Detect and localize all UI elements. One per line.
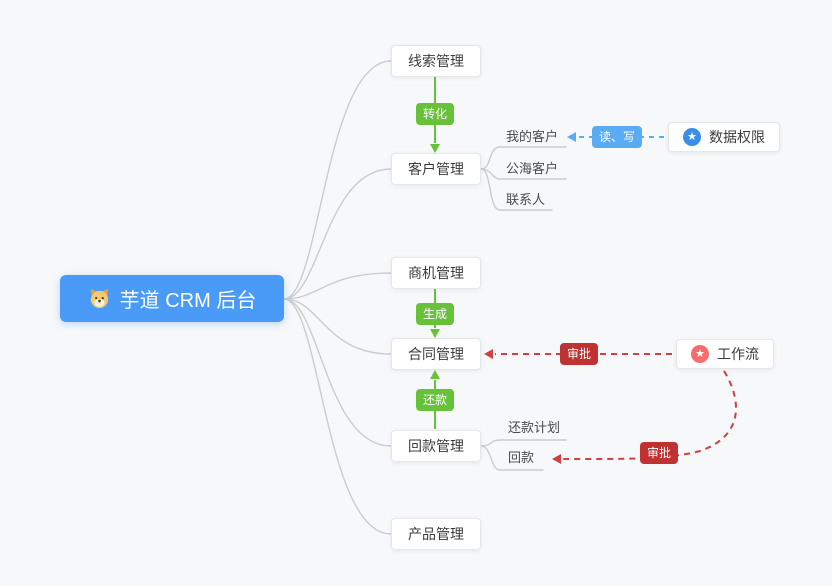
root-node-label: 芋道 CRM 后台: [119, 290, 257, 312]
node-data-permission-label: 数据权限: [709, 129, 765, 145]
arrow-approve-contract-head: [484, 349, 493, 359]
edge-root-customers: [283, 168, 392, 300]
edge-receivable-plan: [480, 439, 567, 447]
badge-convert: 转化: [415, 103, 455, 125]
dog-icon: [90, 288, 108, 309]
arrow-approve-receipt-line: [562, 370, 737, 461]
star-icon: ★: [691, 345, 709, 363]
node-customers: 客户管理: [391, 153, 481, 185]
arrow-generate-head: [430, 329, 440, 338]
node-workflow: ★ 工作流: [676, 339, 774, 369]
badge-read-write: 读、写: [591, 126, 643, 148]
root-node-crm-backend: 芋道 CRM 后台: [60, 275, 284, 322]
node-product-label: 产品管理: [408, 526, 464, 542]
child-contacts: 联系人: [506, 192, 546, 207]
node-receivable: 回款管理: [391, 430, 481, 462]
edge-customer-my: [480, 146, 567, 170]
edge-root-contract: [283, 298, 392, 355]
child-edges: [480, 146, 567, 471]
arrow-convert-head: [430, 144, 440, 153]
badge-generate: 生成: [415, 303, 455, 325]
child-public-customers: 公海客户: [506, 161, 559, 176]
edge-root-leads: [283, 60, 392, 300]
arrow-readwrite-head: [567, 132, 576, 142]
edge-root-receivable: [283, 298, 392, 447]
root-edges: [283, 60, 392, 535]
node-contract: 合同管理: [391, 338, 481, 370]
child-my-customers: 我的客户: [506, 129, 559, 144]
node-product: 产品管理: [391, 518, 481, 550]
node-leads: 线索管理: [391, 45, 481, 77]
node-workflow-label: 工作流: [717, 346, 759, 362]
node-opportunity-label: 商机管理: [408, 265, 464, 281]
edge-customer-public: [480, 168, 567, 180]
arrow-approve-receipt-head: [552, 454, 561, 464]
arrow-repay-head: [430, 370, 440, 379]
child-repayment-plan: 还款计划: [508, 420, 561, 435]
badge-approve-contract: 审批: [559, 343, 599, 365]
node-contract-label: 合同管理: [408, 346, 464, 362]
badge-repay: 还款: [415, 389, 455, 411]
edge-customer-contacts: [480, 168, 553, 211]
node-opportunity: 商机管理: [391, 257, 481, 289]
edge-receivable-receipt: [480, 445, 544, 471]
node-customers-label: 客户管理: [408, 161, 464, 177]
star-icon: ★: [683, 128, 701, 146]
edge-root-opportunity: [283, 272, 392, 300]
edge-root-product: [283, 298, 392, 535]
badge-approve-receipt: 审批: [639, 442, 679, 464]
node-data-permission: ★ 数据权限: [668, 122, 780, 152]
node-receivable-label: 回款管理: [408, 438, 464, 454]
green-arrows: [430, 77, 440, 429]
node-leads-label: 线索管理: [408, 53, 464, 69]
child-receipt: 回款: [508, 450, 535, 465]
